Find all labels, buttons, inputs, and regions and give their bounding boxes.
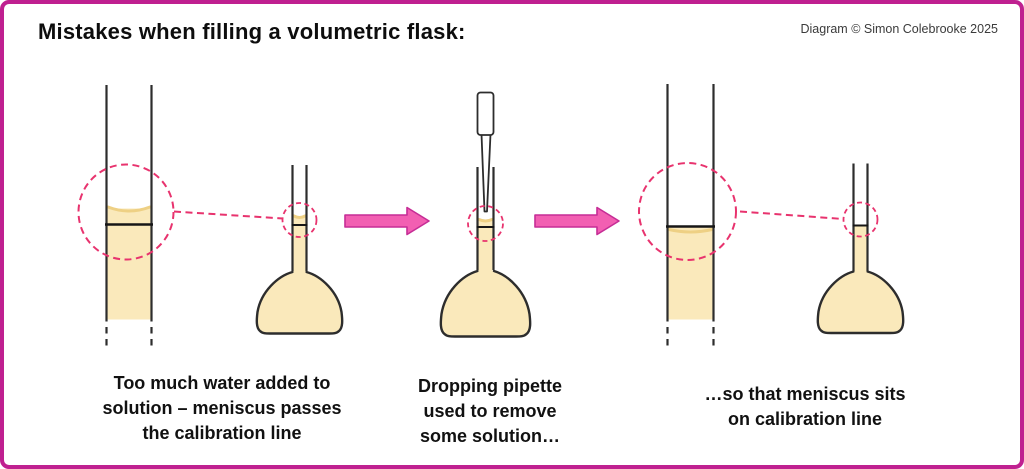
caption-line: solution – meniscus passes	[102, 398, 342, 418]
meniscus-curve	[292, 214, 307, 219]
meniscus-curve	[477, 218, 494, 223]
pipette-teat	[476, 91, 495, 136]
caption-pipette: Dropping pipette used to remove some sol…	[390, 374, 590, 449]
flask-overfilled	[255, 165, 344, 335]
neck-liquid	[854, 225, 867, 275]
flask-correct	[816, 163, 905, 335]
caption-line: used to remove	[423, 401, 557, 421]
caption-overfilled: Too much water added to solution – menis…	[92, 371, 352, 446]
diagram-canvas	[77, 84, 905, 350]
dashed-circle-magnifier-icon	[638, 162, 737, 261]
caption-line: Too much water added to	[113, 373, 331, 393]
meniscus-curve	[667, 228, 714, 234]
neck-liquid	[478, 219, 493, 277]
flask-bulb	[439, 269, 532, 338]
zoom-connector-line	[739, 210, 844, 220]
dashed-circle-magnifier-icon	[281, 202, 318, 238]
caption-correct: …so that meniscus sits on calibration li…	[670, 382, 940, 432]
caption-line: Dropping pipette	[418, 376, 562, 396]
dropping-pipette	[476, 91, 495, 213]
flask-with-pipette	[439, 91, 532, 338]
magnified-neck-on-line	[666, 84, 715, 350]
caption-line: some solution…	[419, 426, 560, 446]
dashed-circle-magnifier-icon	[842, 201, 879, 238]
arrow-right-icon	[344, 206, 430, 236]
zoom-connector-line	[173, 210, 283, 220]
caption-line: …so that meniscus sits	[704, 384, 906, 404]
dashed-circle-magnifier-icon	[467, 205, 504, 242]
liquid-column	[107, 208, 151, 320]
liquid-column	[668, 227, 713, 320]
magnified-neck-overfilled	[105, 85, 153, 350]
caption-line: on calibration line	[727, 409, 883, 429]
dashed-circle-magnifier-icon	[77, 163, 175, 261]
pipette-stem	[480, 133, 492, 213]
flask-bulb	[255, 270, 344, 335]
arrow-right-icon	[534, 206, 620, 236]
meniscus-curve	[106, 205, 152, 213]
page-title: Mistakes when filling a volumetric flask…	[38, 19, 466, 44]
neck-liquid	[293, 216, 306, 274]
caption-line: the calibration line	[142, 423, 302, 443]
flask-bulb	[816, 270, 905, 335]
copyright-credit: Diagram © Simon Colebrooke 2025	[800, 22, 998, 36]
